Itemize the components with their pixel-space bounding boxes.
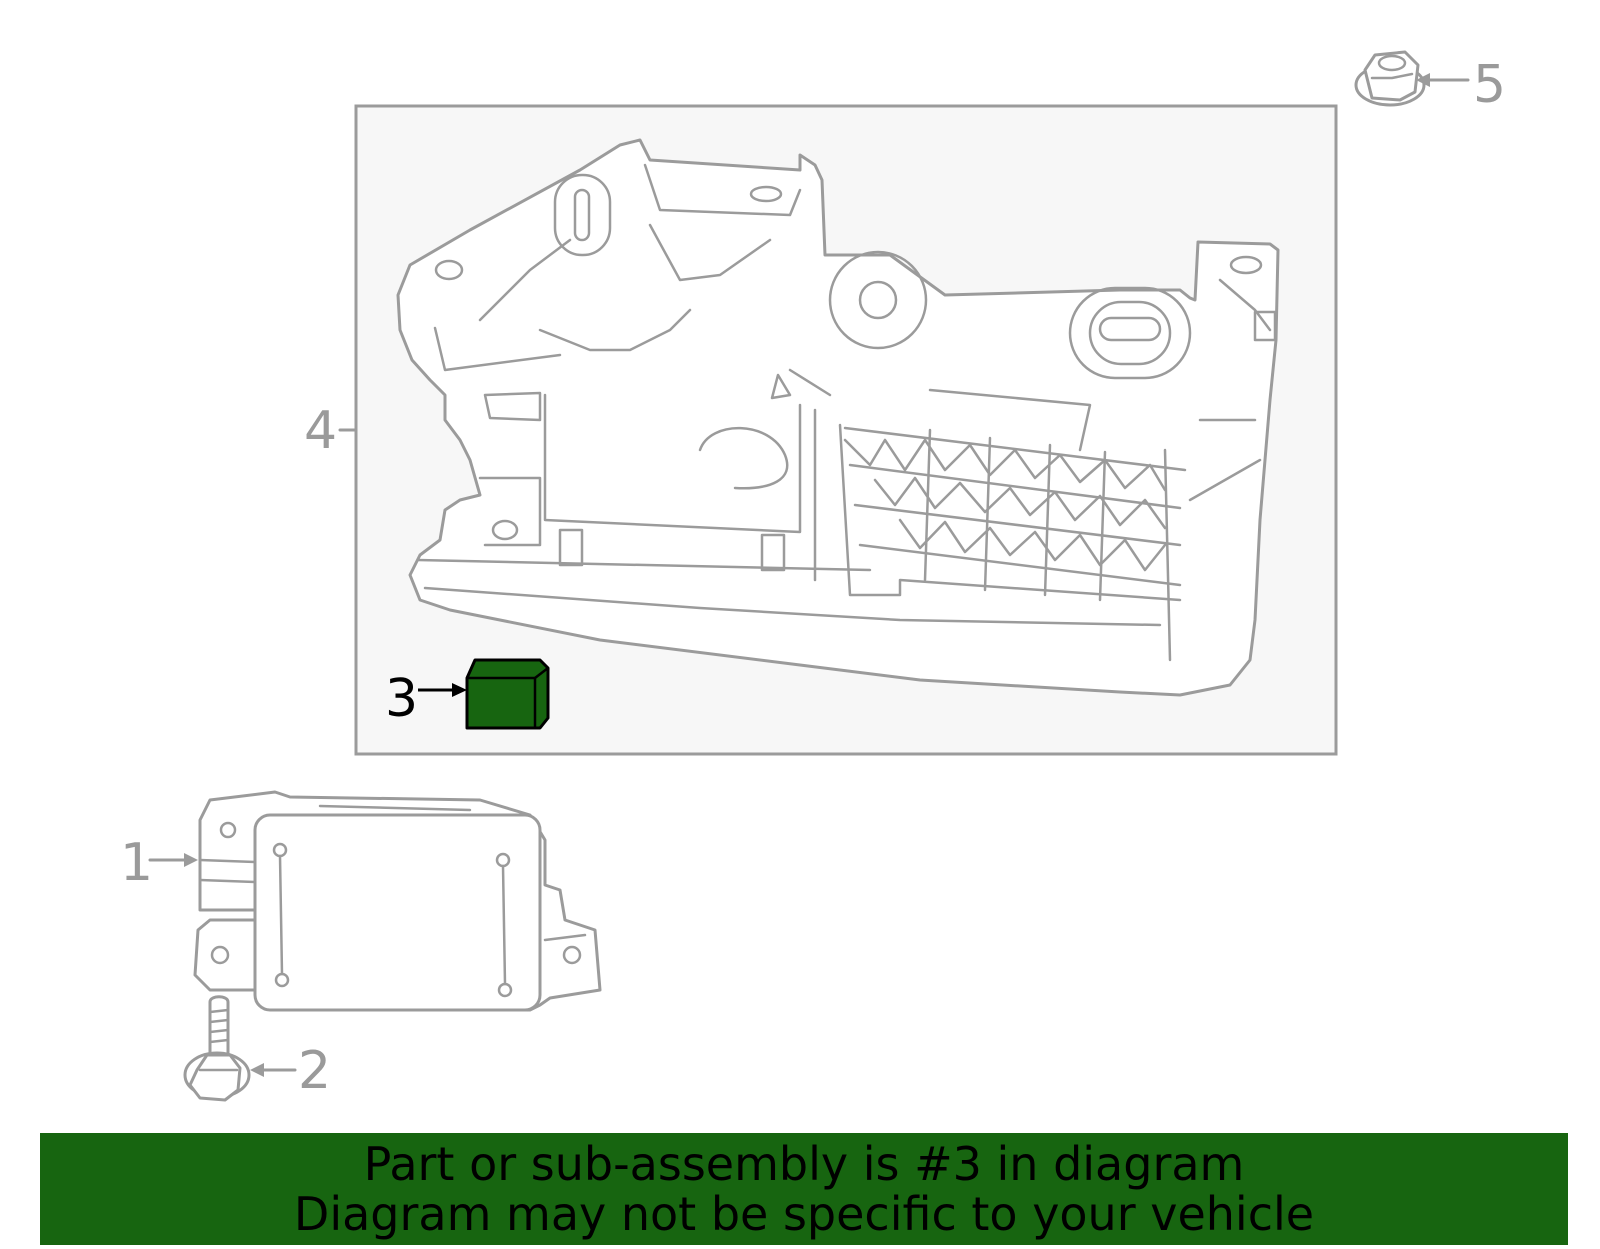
callout-3-arrowhead	[452, 683, 467, 697]
callout-5-label: 5	[1473, 55, 1506, 115]
banner-line-1: Part or sub-assembly is #3 in diagram	[363, 1137, 1245, 1191]
bolt-part-2[interactable]	[183, 995, 251, 1102]
module-part-1[interactable]	[193, 790, 602, 1012]
banner-line-2: Diagram may not be specific to your vehi…	[293, 1187, 1315, 1241]
callout-5-arrowhead	[1416, 73, 1430, 87]
bracket-part[interactable]	[396, 138, 1280, 697]
callout-2-label: 2	[298, 1041, 331, 1101]
nut-part-5[interactable]	[1354, 50, 1426, 107]
callout-1-label: 1	[120, 833, 153, 893]
callout-4-label: 4	[304, 401, 337, 461]
callout-2-arrowhead	[250, 1063, 264, 1077]
callout-3-label: 3	[385, 669, 418, 729]
info-banner: Part or sub-assembly is #3 in diagram Di…	[40, 1133, 1568, 1245]
highlighted-part-3[interactable]	[465, 658, 550, 730]
callout-1-arrowhead	[184, 853, 198, 867]
